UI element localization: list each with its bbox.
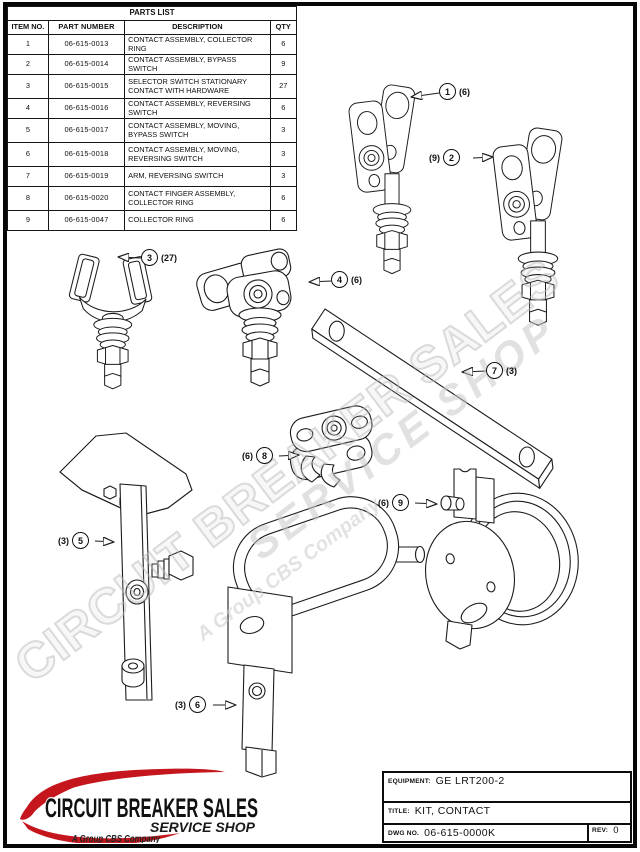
- callout-item-7: 7 (3): [486, 362, 517, 379]
- part-item-7-arm-reversing-switch: [311, 308, 554, 489]
- page-border: [3, 2, 637, 848]
- table-header-row: ITEM NO. PART NUMBER DESCRIPTION QTY: [7, 20, 298, 35]
- balloon-qty: (9): [429, 152, 440, 163]
- balloon-number: 1: [439, 83, 456, 100]
- col-header-desc: DESCRIPTION: [124, 20, 271, 35]
- table-row: 9 06-615-0047 COLLECTOR RING 6: [7, 210, 298, 232]
- dwg-cell: DWG NO. 06-615-0000K: [384, 825, 589, 841]
- balloon-qty: (6): [459, 86, 470, 97]
- title-block-equipment-row: EQUIPMENT: GE LRT200-2: [384, 773, 630, 803]
- logo-tagline: SERVICE SHOP: [150, 819, 256, 835]
- table-title-row: PARTS LIST: [7, 6, 297, 21]
- title-block-title-row: TITLE: KIT, CONTACT: [384, 803, 630, 825]
- logo-name: CIRCUIT BREAKER SALES: [45, 793, 258, 823]
- balloon-qty: (3): [58, 535, 69, 546]
- balloon-qty: (27): [161, 252, 178, 263]
- balloon-number: 2: [443, 149, 460, 166]
- part-item-2-contact-assembly-bypass-switch: [492, 127, 563, 325]
- table-row: 3 06-615-0015 SELECTOR SWITCH STATIONARY…: [7, 74, 298, 100]
- dwg-value: 06-615-0000K: [424, 827, 496, 839]
- part-item-8-contact-finger-assembly: [289, 405, 373, 488]
- col-header-part: PART NUMBER: [47, 20, 126, 35]
- company-logo: CIRCUIT BREAKER SALES SERVICE SHOP A Gro…: [10, 763, 262, 845]
- balloon-qty: (3): [506, 365, 517, 376]
- balloon-number: 7: [486, 362, 503, 379]
- table-row: 5 06-615-0017 CONTACT ASSEMBLY, MOVING, …: [7, 118, 298, 144]
- callout-item-8: (6) 8: [242, 447, 273, 464]
- dwg-label: DWG NO.: [388, 829, 420, 837]
- equipment-label: EQUIPMENT:: [388, 777, 431, 785]
- balloon-number: 8: [256, 447, 273, 464]
- balloon-qty: (6): [242, 450, 253, 461]
- balloon-number: 9: [392, 494, 409, 511]
- col-header-qty: QTY: [269, 20, 298, 35]
- rev-value: 0: [613, 825, 619, 836]
- callout-item-2: (9) 2: [429, 149, 460, 166]
- logo-graphic: CIRCUIT BREAKER SALES SERVICE SHOP A Gro…: [20, 768, 259, 845]
- logo-swoosh-icon: [20, 768, 225, 845]
- part-item-1-contact-assembly-collector-ring: [348, 84, 416, 274]
- part-item-3-selector-switch-stationary-contact: [68, 253, 153, 390]
- table-title: PARTS LIST: [7, 6, 297, 21]
- table-row: 4 06-615-0016 CONTACT ASSEMBLY, REVERSIN…: [7, 98, 298, 120]
- callout-item-6: (3) 6: [175, 696, 206, 713]
- part-item-6-contact-assembly-moving-reversing: [227, 496, 426, 778]
- callout-item-1: 1 (6): [439, 83, 470, 100]
- parts-list-table: PARTS LIST ITEM NO. PART NUMBER DESCRIPT…: [7, 6, 298, 232]
- part-item-9-collector-ring: [424, 468, 579, 650]
- title-value: KIT, CONTACT: [414, 805, 491, 817]
- title-block-dwg-row: DWG NO. 06-615-0000K REV: 0: [384, 825, 630, 841]
- equipment-value: GE LRT200-2: [435, 775, 505, 787]
- balloon-number: 5: [72, 532, 89, 549]
- balloon-number: 4: [331, 271, 348, 288]
- table-row: 1 06-615-0013 CONTACT ASSEMBLY, COLLECTO…: [7, 33, 298, 56]
- balloon-qty: (6): [378, 497, 389, 508]
- balloon-number: 6: [189, 696, 206, 713]
- callout-item-5: (3) 5: [58, 532, 89, 549]
- table-row: 2 06-615-0014 CONTACT ASSEMBLY, BYPASS S…: [7, 54, 298, 76]
- rev-label: REV:: [592, 827, 609, 834]
- col-header-item: ITEM NO.: [7, 20, 49, 35]
- part-item-4-contact-assembly-reversing-switch: [196, 248, 292, 387]
- balloon-number: 3: [141, 249, 158, 266]
- logo-subtext: A Group CBS Company: [71, 833, 161, 843]
- balloon-qty: (3): [175, 699, 186, 710]
- table-row: 6 06-615-0018 CONTACT ASSEMBLY, MOVING, …: [7, 142, 298, 168]
- part-item-5-contact-assembly-moving-bypass: [59, 432, 194, 701]
- callout-item-3: 3 (27): [141, 249, 177, 266]
- title-label: TITLE:: [388, 807, 410, 815]
- callout-item-4: 4 (6): [331, 271, 362, 288]
- table-row: 8 06-615-0020 CONTACT FINGER ASSEMBLY, C…: [7, 186, 298, 212]
- table-row: 7 06-615-0019 ARM, REVERSING SWITCH 3: [7, 166, 298, 188]
- rev-cell: REV: 0: [589, 825, 630, 836]
- title-block: EQUIPMENT: GE LRT200-2 TITLE: KIT, CONTA…: [382, 771, 632, 843]
- balloon-qty: (6): [351, 274, 362, 285]
- callout-item-9: (6) 9: [378, 494, 409, 511]
